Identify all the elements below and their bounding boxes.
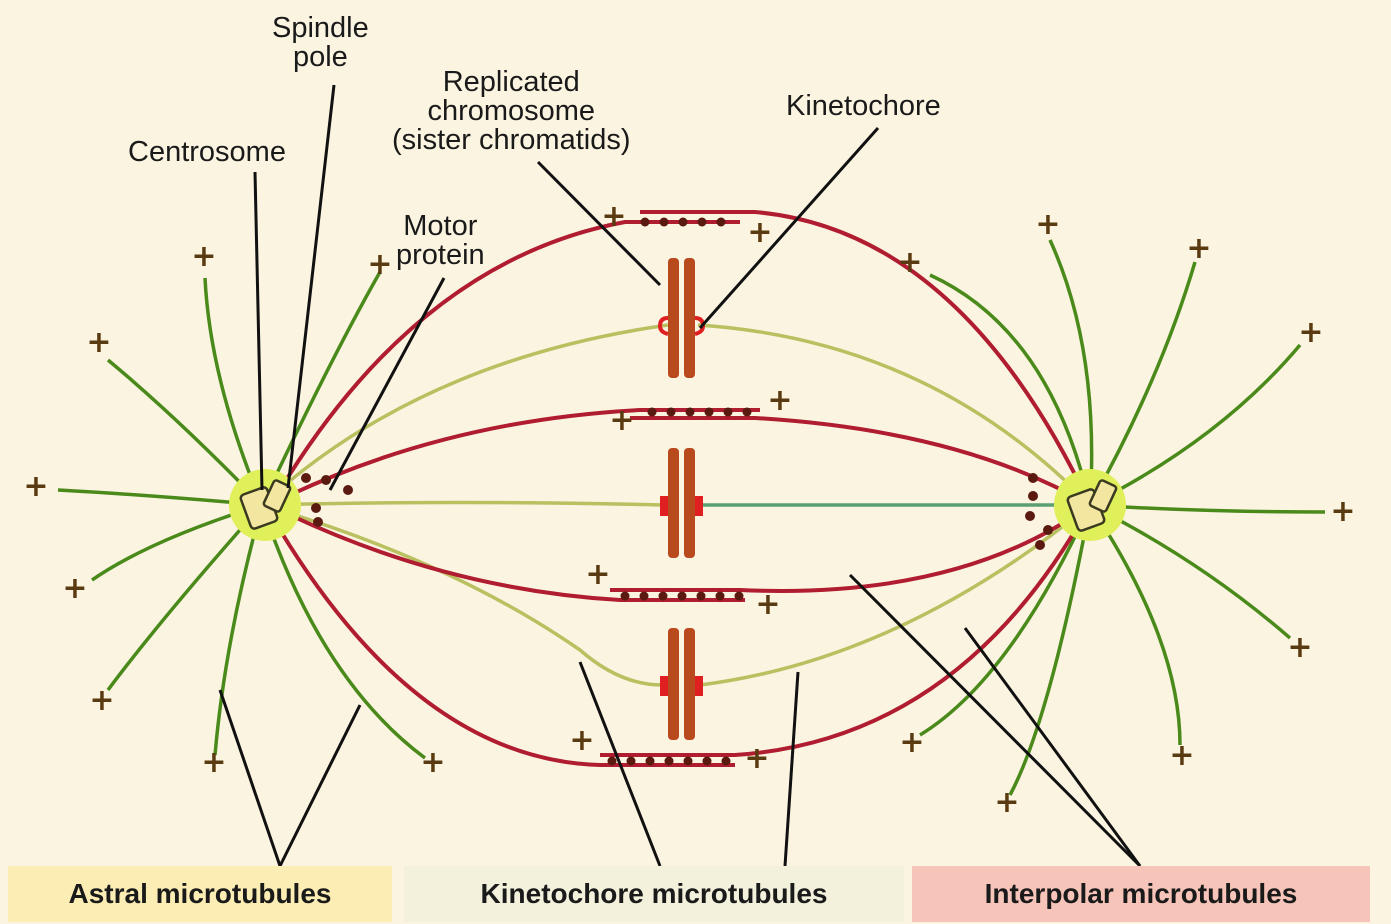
motor-protein-label: Motor protein (396, 212, 485, 270)
centrosome-right (1054, 469, 1126, 541)
chromosome-2 (660, 448, 703, 558)
legend-kinetochore: Kinetochore microtubules (404, 866, 904, 922)
plus-sign: + (201, 745, 226, 780)
chromosome-3 (660, 628, 703, 740)
plus-sign: + (994, 785, 1019, 820)
plus-sign: + (601, 199, 626, 234)
replicated-chromosome-label: Replicated chromosome (sister chromatids… (392, 68, 631, 155)
plus-sign: + (62, 571, 87, 606)
plus-sign: + (569, 723, 594, 758)
legend-interpolar: Interpolar microtubules (912, 866, 1370, 922)
plus-sign: + (420, 745, 445, 780)
chromosome-1 (660, 258, 703, 378)
plus-sign: + (755, 587, 780, 622)
plus-sign: + (23, 469, 48, 504)
leader-lines (220, 85, 1140, 866)
plus-sign: + (767, 383, 792, 418)
kinetochore-label: Kinetochore (786, 92, 941, 121)
plus-sign: + (1169, 738, 1194, 773)
plus-sign: + (609, 403, 634, 438)
centrosome-label: Centrosome (128, 138, 286, 167)
plus-sign: + (1186, 231, 1211, 266)
plus-sign: + (899, 725, 924, 760)
plus-sign: + (744, 741, 769, 776)
plus-sign: + (1330, 494, 1355, 529)
plus-sign: + (897, 245, 922, 280)
plus-sign: + (86, 325, 111, 360)
plus-sign: + (191, 239, 216, 274)
plus-sign: + (1287, 630, 1312, 665)
plus-sign: + (367, 247, 392, 282)
plus-sign: + (747, 215, 772, 250)
plus-sign: + (1298, 315, 1323, 350)
plus-sign: + (1035, 207, 1060, 242)
plus-sign: + (89, 683, 114, 718)
legend-astral: Astral microtubules (8, 866, 392, 922)
plus-sign: + (585, 557, 610, 592)
spindle-pole-label: Spindle pole (272, 14, 369, 72)
